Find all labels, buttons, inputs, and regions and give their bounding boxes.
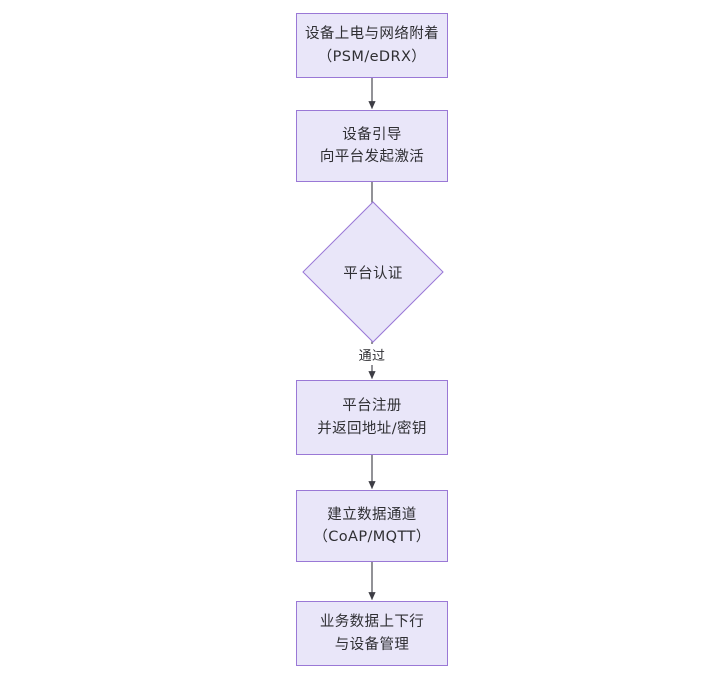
node-register-line-2: 并返回地址/密钥 bbox=[317, 420, 427, 437]
node-register-line-1: 平台注册 bbox=[342, 398, 402, 415]
node-power-on-line-1: 设备上电与网络附着 bbox=[304, 26, 440, 43]
node-data-channel-line-2: （CoAP/MQTT） bbox=[313, 529, 431, 545]
node-bootstrap-line-2: 向平台发起激活 bbox=[319, 149, 425, 165]
node-business-data-line-1: 业务数据上下行 bbox=[319, 614, 425, 631]
node-power-on[interactable]: 设备上电与网络附着 （PSM/eDRX） bbox=[296, 13, 448, 78]
node-power-on-line-2: （PSM/eDRX） bbox=[317, 48, 427, 65]
node-data-channel-line-1: 建立数据通道 bbox=[327, 506, 417, 523]
node-business-data[interactable]: 业务数据上下行 与设备管理 bbox=[296, 601, 448, 666]
node-bootstrap-line-1: 设备引导 bbox=[342, 126, 402, 143]
node-business-data-line-2: 与设备管理 bbox=[334, 636, 410, 653]
node-data-channel[interactable]: 建立数据通道 （CoAP/MQTT） bbox=[296, 490, 448, 562]
edge-label-pass: 通过 bbox=[355, 344, 389, 365]
node-bootstrap[interactable]: 设备引导 向平台发起激活 bbox=[296, 110, 448, 182]
node-register[interactable]: 平台注册 并返回地址/密钥 bbox=[296, 380, 448, 455]
